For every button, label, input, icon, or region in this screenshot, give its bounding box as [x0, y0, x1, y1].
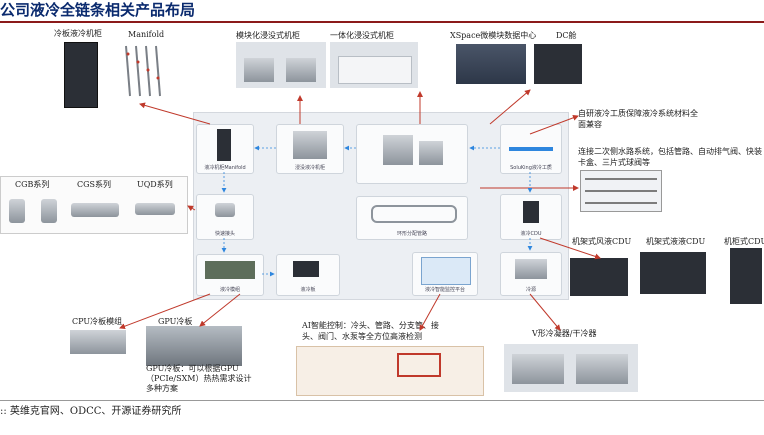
connector-series-box: CGB系列 CGS系列 UQD系列 [0, 176, 188, 234]
v-condenser-image [504, 344, 638, 392]
uqd-connector-image [135, 203, 175, 215]
cabinet-cdu-image [730, 248, 762, 304]
node-cold-source: 冷源 [500, 252, 562, 296]
node-monitor: 液冷智能监控平台 [412, 252, 478, 296]
title-divider [0, 21, 764, 23]
node-soluking-caption: SoluKing液冷工质 [510, 165, 552, 171]
node-cold-plate: 液冷板 [276, 254, 340, 296]
cgb-connector-image-2 [41, 199, 57, 223]
label-manifold: Manifold [128, 30, 165, 39]
manifold-image [120, 42, 168, 98]
cold-plate-cabinet-image [64, 42, 98, 108]
node-cabinet: 浸没液冷机柜 [276, 124, 344, 174]
ai-control-image [296, 346, 484, 396]
node-cold-module-caption: 液冷模组 [219, 287, 240, 293]
label-dc-cabin: DC舱 [556, 31, 577, 40]
label-cgs: CGS系列 [77, 180, 111, 189]
label-modular-immersion: 模块化浸没式机柜 [236, 31, 300, 40]
node-quick-connector: 快速接头 [196, 194, 254, 240]
modular-immersion-image [236, 42, 326, 88]
node-ring-pipe: 环形分配管路 [356, 196, 468, 240]
node-ring-pipe-caption: 环形分配管路 [396, 231, 427, 237]
node-cabinet-caption: 浸没液冷机柜 [294, 165, 325, 171]
node-manifold: 液冷机柜Manifold [196, 124, 254, 174]
cgb-connector-image [9, 199, 25, 223]
label-cpu-module: CPU冷板模组 [72, 317, 123, 326]
node-soluking: SoluKing液冷工质 [500, 124, 562, 174]
label-uqd: UQD系列 [137, 180, 173, 189]
node-cold-plate-caption: 液冷板 [300, 287, 316, 293]
label-cold-plate-cabinet: 冷板液冷机柜 [54, 29, 102, 38]
ai-control-note: AI智能控制：冷头、管路、分支管、接头、阀门、水泵等全方位高液检测 [302, 321, 439, 341]
cpu-module-image [70, 330, 126, 354]
label-rack-liquid-cdu: 机架式液液CDU [646, 237, 706, 246]
cgs-connector-image [71, 203, 119, 217]
node-cdu: 液冷CDU [500, 194, 562, 240]
node-immersion-servers [356, 124, 468, 184]
node-cold-source-caption: 冷源 [525, 287, 536, 293]
rack-liquid-cdu-image [640, 252, 706, 294]
page-title: 公司液冷全链条相关产品布局 [0, 1, 196, 19]
node-manifold-caption: 液冷机柜Manifold [204, 165, 246, 171]
node-quick-connector-caption: 快速接头 [214, 231, 235, 237]
gpu-note: GPU冷板：可以根据GPU（PCIe/SXM）热热需求设计多种方案 [146, 364, 252, 393]
label-gpu-plate: GPU冷板 [158, 317, 193, 326]
label-v-condenser: V形冷凝器/干冷器 [532, 329, 597, 338]
footer-divider [0, 400, 764, 401]
gpu-plate-image [146, 326, 242, 366]
label-integrated-immersion: 一体化浸没式机柜 [330, 31, 394, 40]
footer-source: :: 英维克官网、ODCC、开源证券研究所 [0, 406, 182, 417]
label-xspace: XSpace微模块数据中心 [450, 31, 537, 40]
note-secondary: 连接二次侧水路系统，包括管路、自动排气阀、快装卡盒、三片式球阀等 [578, 147, 762, 167]
node-cold-module: 液冷模组 [196, 254, 264, 296]
note-pipeline: 自研液冷工质保障液冷系统材料全面兼容 [578, 109, 698, 129]
pipe-system-image [580, 170, 662, 212]
node-cdu-caption: 液冷CDU [520, 231, 542, 237]
rack-cdu-image [570, 258, 628, 296]
label-cabinet-cdu: 机柜式CDU [724, 237, 764, 246]
integrated-immersion-image [330, 42, 418, 88]
label-cgb: CGB系列 [15, 180, 50, 189]
label-rack-cdu: 机架式风液CDU [572, 237, 632, 246]
node-monitor-caption: 液冷智能监控平台 [424, 287, 465, 293]
xspace-image [456, 44, 526, 84]
dc-cabin-image [534, 44, 582, 84]
